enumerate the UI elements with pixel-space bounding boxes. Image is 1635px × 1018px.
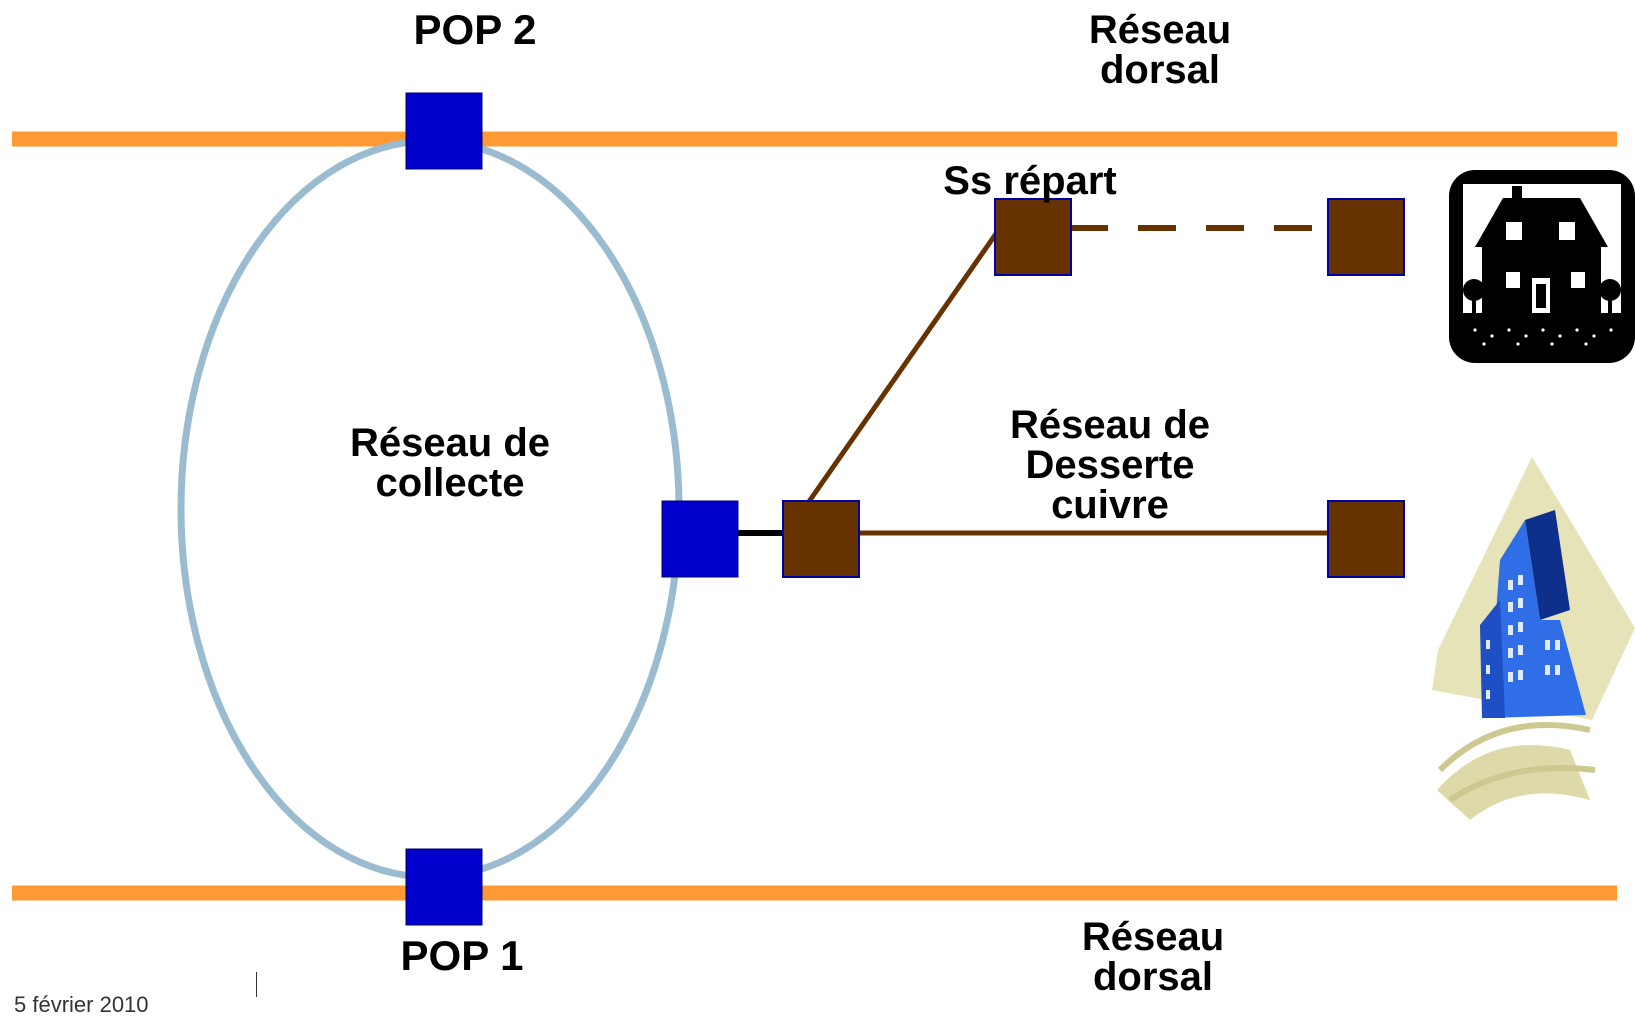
footer-date: 5 février 2010: [14, 992, 149, 1017]
footer-divider: [256, 972, 257, 997]
network-diagram: POP 2 POP 1 Réseau dorsal Réseau dorsal …: [12, 6, 1635, 1017]
backbone-bottom-label: Réseau dorsal: [1081, 915, 1225, 999]
copper-network-label: Réseau de Desserte cuivre: [1009, 403, 1211, 527]
pop1-node: [405, 848, 483, 926]
office-building-icon: [1432, 457, 1635, 820]
building-end-node: [1327, 500, 1405, 578]
copper-line-diagonal: [805, 226, 1003, 505]
collection-access-node: [661, 500, 739, 578]
pop1-label: POP 1: [400, 932, 524, 979]
house-icon: [1449, 170, 1635, 363]
pop2-node: [405, 92, 483, 170]
sub-distributor-label: Ss répart: [943, 159, 1117, 203]
backbone-top-label: Réseau dorsal: [1088, 8, 1232, 92]
sub-distributor-node: [994, 198, 1072, 276]
collection-network-label: Réseau de collecte: [349, 421, 551, 505]
copper-node-start: [782, 500, 860, 578]
collection-ring: [177, 137, 683, 881]
house-end-node: [1327, 198, 1405, 276]
diagram-canvas: [12, 92, 1635, 926]
pop2-label: POP 2: [413, 6, 537, 53]
